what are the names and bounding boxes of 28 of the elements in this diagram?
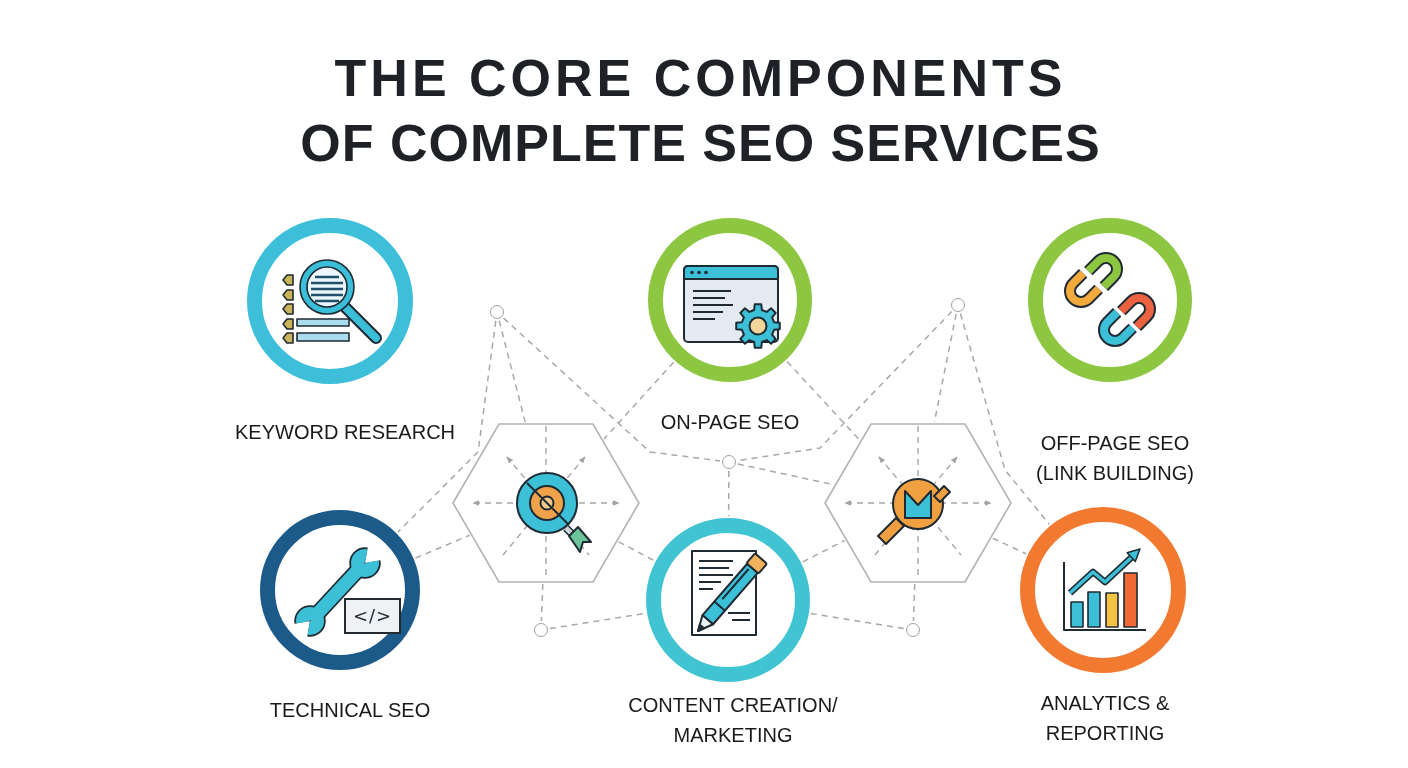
dashed-connector <box>540 583 544 622</box>
dashed-connector <box>802 539 846 563</box>
dashed-connector <box>498 319 526 423</box>
dashed-connector <box>617 541 655 562</box>
component-label: OFF-PAGE SEO (LINK BUILDING) <box>1035 431 1195 486</box>
component-label: KEYWORD RESEARCH <box>235 420 455 445</box>
dashed-connector <box>502 317 721 462</box>
dashed-connector <box>810 612 905 630</box>
dashed-connector <box>727 470 730 517</box>
junction-dot-icon <box>951 298 965 312</box>
dashed-connector <box>549 612 646 630</box>
dashed-connector <box>414 534 471 559</box>
dashed-connector <box>603 361 675 440</box>
component-label: ON-PAGE SEO <box>660 410 800 435</box>
dashed-connector <box>992 537 1027 555</box>
junction-dot-icon <box>534 623 548 637</box>
dashed-connector <box>397 320 497 533</box>
junction-dot-icon <box>906 623 920 637</box>
component-label: ANALYTICS & REPORTING <box>1039 691 1171 746</box>
component-label: CONTENT CREATION/ MARKETING <box>627 693 839 748</box>
junction-dot-icon <box>722 455 736 469</box>
dashed-connector <box>959 312 1050 525</box>
code-symbol-label: </> <box>344 598 401 634</box>
junction-dot-icon <box>490 305 504 319</box>
component-label: TECHNICAL SEO <box>269 698 431 723</box>
dashed-connector <box>912 583 916 622</box>
title: THE CORE COMPONENTS OF COMPLETE SEO SERVICES <box>299 48 1102 174</box>
dashed-connector <box>786 360 861 441</box>
